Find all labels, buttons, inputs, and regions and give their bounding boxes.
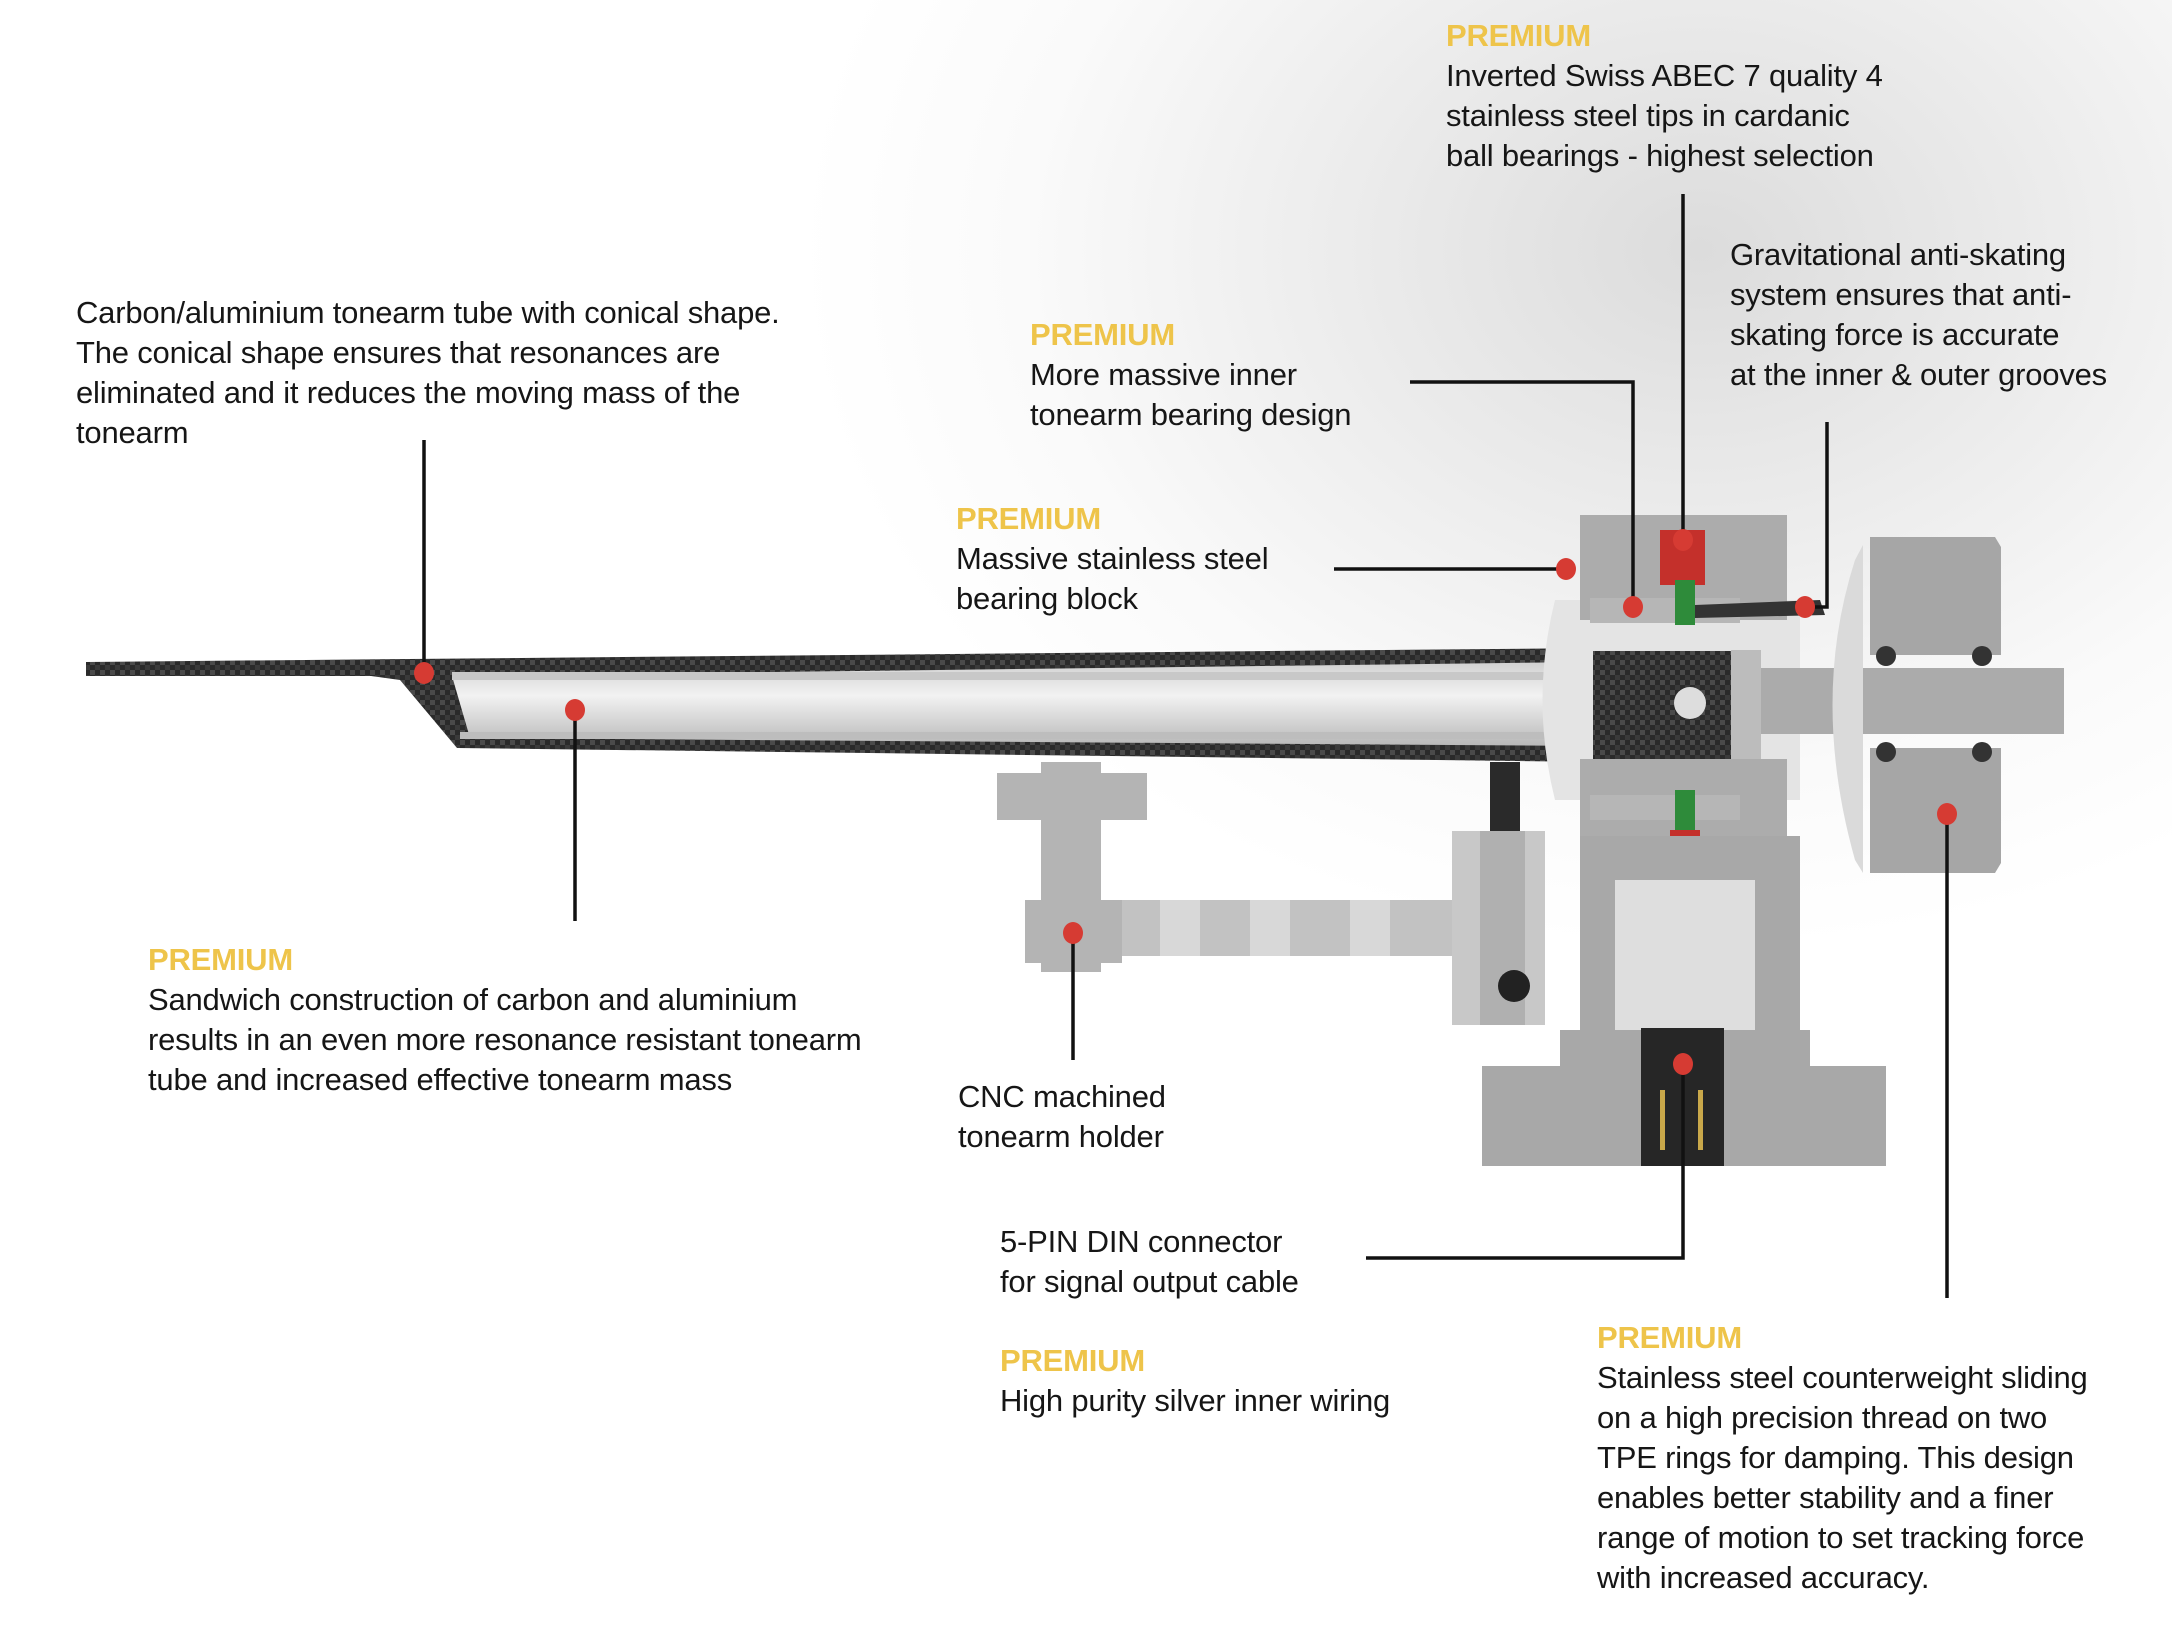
premium-label: PREMIUM [1446,18,1591,53]
callout-text: Inverted Swiss ABEC 7 quality 4 [1446,58,1883,93]
callout-text: system ensures that anti- [1730,277,2072,312]
callout-text: Massive stainless steel [956,541,1269,576]
callout-text: stainless steel tips in cardanic [1446,98,1850,133]
callout-text: Stainless steel counterweight sliding [1597,1360,2088,1395]
callout-text: with increased accuracy. [1597,1560,1930,1595]
bearing-housing [1482,515,2064,1166]
callout-wiring: PREMIUM High purity silver inner wiring [1000,1341,1390,1421]
callout-text: range of motion to set tracking force [1597,1520,2085,1555]
callout-text: Sandwich construction of carbon and alum… [148,982,798,1017]
callout-text: Gravitational anti-skating [1730,237,2066,272]
callout-text: tonearm holder [958,1119,1164,1154]
callout-text: tube and increased effective tonearm mas… [148,1062,733,1097]
callout-text: ball bearings - highest selection [1446,138,1874,173]
marker-dot [1937,803,1957,825]
callout-text: tonearm bearing design [1030,397,1352,432]
counterweight [1832,537,2001,873]
callout-text: tonearm [76,415,189,450]
callout-text: results in an even more resonance resist… [148,1022,862,1057]
leader-inner-bearing [1410,380,1635,607]
callout-text: More massive inner [1030,357,1297,392]
callout-tube: Carbon/aluminium tonearm tube with conic… [76,293,780,453]
callout-text: skating force is accurate [1730,317,2060,352]
callout-text: for signal output cable [1000,1264,1299,1299]
leader-anti-skating [1805,422,1829,609]
callout-text: Carbon/aluminium tonearm tube with conic… [76,295,780,330]
callout-holder: CNC machined tonearm holder [958,1077,1166,1157]
marker-dot [1673,529,1693,551]
tonearm-tube [86,648,1600,762]
marker-dot [565,699,585,721]
tonearm-holder [997,762,1496,972]
callout-sandwich: PREMIUM Sandwich construction of carbon … [148,940,862,1100]
callout-din: 5-PIN DIN connector for signal output ca… [1000,1222,1299,1302]
leader-din [1366,1064,1685,1260]
callout-bearings: PREMIUM Inverted Swiss ABEC 7 quality 4 … [1446,16,1883,176]
callout-text: on a high precision thread on two [1597,1400,2048,1435]
leader-lines [422,194,1949,1298]
marker-dot [1556,558,1576,580]
callout-text: at the inner & outer grooves [1730,357,2107,392]
marker-dot [1063,922,1083,944]
callout-bearing-block: PREMIUM Massive stainless steel bearing … [956,499,1269,619]
marker-dot [414,662,434,684]
premium-label: PREMIUM [1000,1343,1145,1378]
premium-label: PREMIUM [1597,1320,1742,1355]
callout-text: eliminated and it reduces the moving mas… [76,375,741,410]
callout-text: CNC machined [958,1079,1166,1114]
premium-label: PREMIUM [956,501,1101,536]
callout-inner-bearing: PREMIUM More massive inner tonearm beari… [1030,315,1352,435]
callout-anti-skating: Gravitational anti-skating system ensure… [1730,235,2107,395]
callout-text: The conical shape ensures that resonance… [76,335,721,370]
premium-label: PREMIUM [1030,317,1175,352]
callout-text: TPE rings for damping. This design [1597,1440,2074,1475]
premium-label: PREMIUM [148,942,293,977]
marker-dot [1795,596,1815,618]
callout-text: High purity silver inner wiring [1000,1383,1391,1418]
callout-text: 5-PIN DIN connector [1000,1224,1283,1259]
arm-lift [1452,762,1545,1025]
marker-dot [1623,596,1643,618]
callout-text: bearing block [956,581,1138,616]
marker-dots [414,529,1957,1075]
callout-counterweight: PREMIUM Stainless steel counterweight sl… [1597,1318,2088,1598]
marker-dot [1673,1053,1693,1075]
callout-text: enables better stability and a finer [1597,1480,2054,1515]
